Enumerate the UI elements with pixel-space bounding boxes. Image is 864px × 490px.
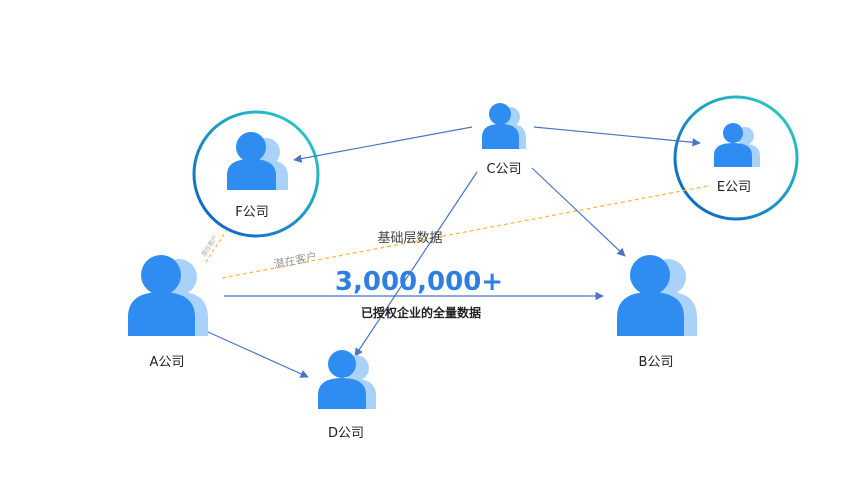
arrow-a-to-d — [207, 331, 309, 378]
person-icon-b — [617, 255, 697, 336]
node-label-c: C公司 — [486, 162, 521, 177]
node-label-f: F公司 — [235, 205, 268, 220]
person-icon-c — [482, 103, 526, 149]
person-icon-e — [714, 123, 760, 167]
node-label-d: D公司 — [328, 426, 364, 441]
person-icon-f — [227, 132, 288, 190]
person-icon-a — [128, 255, 208, 336]
arrow-c-to-e — [533, 126, 701, 147]
subtitle: 已授权企业的全量数据 — [361, 305, 481, 320]
dashed-line-a-e — [221, 185, 709, 279]
e-company-ring — [673, 95, 799, 221]
potential-customer-label: 潜在客户 — [272, 249, 318, 271]
person-icon-d — [318, 350, 376, 409]
node-label-e: E公司 — [717, 180, 751, 195]
big-number: 3,000,000+ — [335, 267, 503, 297]
node-label-a: A公司 — [150, 355, 185, 370]
dashed-line-a-f — [205, 230, 227, 263]
arrow-c-to-f — [293, 126, 473, 163]
node-label-b: B公司 — [639, 355, 674, 370]
arrow-c-to-d — [354, 171, 478, 357]
arrow-c-to-b — [531, 167, 626, 257]
base-layer-label: 基础层数据 — [377, 231, 442, 246]
f-company-ring — [192, 110, 320, 238]
